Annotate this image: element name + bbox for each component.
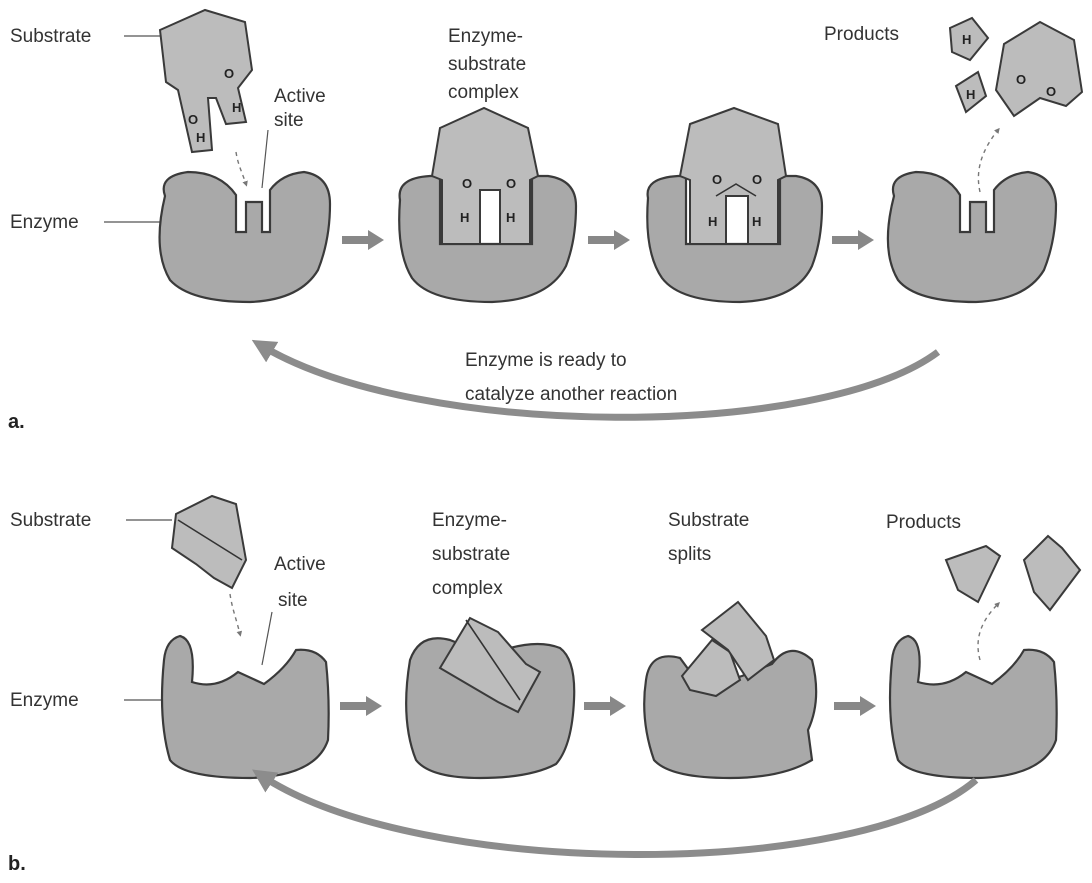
atom-o: O: [1016, 72, 1026, 87]
atom-o: O: [188, 112, 198, 127]
complex-a: O O H H: [399, 108, 576, 302]
atom-o: O: [462, 176, 472, 191]
label-active-a-1: Active: [274, 86, 326, 107]
products-a: H H O O: [950, 18, 1082, 116]
label-complex-b-3: complex: [432, 578, 503, 599]
atom-h: H: [962, 32, 971, 47]
label-substrate-a: Substrate: [10, 26, 91, 47]
cycle-note-1: Enzyme is ready to: [465, 350, 627, 371]
complex-b: [406, 618, 574, 778]
enzyme-a4: [888, 172, 1056, 302]
atom-h: H: [196, 130, 205, 145]
atom-o: O: [1046, 84, 1056, 99]
atom-o: O: [752, 172, 762, 187]
label-splits-2: splits: [668, 544, 711, 565]
substrate-a: O H O H: [160, 10, 252, 152]
label-products-a: Products: [824, 24, 899, 45]
atom-h: H: [232, 100, 241, 115]
label-complex-a-3: complex: [448, 82, 519, 103]
label-complex-b-1: Enzyme-: [432, 510, 507, 531]
label-active-a-2: site: [274, 110, 304, 131]
label-complex-b-2: substrate: [432, 544, 510, 565]
bond-breaking-a: O O H H: [647, 108, 822, 302]
cycle-note-2: catalyze another reaction: [465, 384, 677, 405]
label-splits-1: Substrate: [668, 510, 749, 531]
panel-b: Substrate Active site Enzyme Enzyme- sub…: [8, 496, 1080, 875]
atom-o: O: [224, 66, 234, 81]
step-arrow-a1: [342, 230, 384, 250]
label-substrate-b: Substrate: [10, 510, 91, 531]
recycle-arrow-b: [262, 776, 976, 855]
leader-active-a: [262, 130, 268, 188]
substrate-b: [172, 496, 246, 588]
atom-o: O: [712, 172, 722, 187]
approach-arrow-a: [236, 152, 246, 184]
label-products-b: Products: [886, 512, 961, 533]
atom-h: H: [460, 210, 469, 225]
step-arrow-b2: [584, 696, 626, 716]
release-arrow-a: [978, 130, 998, 192]
splitting-b: [644, 602, 816, 778]
atom-o: O: [506, 176, 516, 191]
enzyme-b1: [162, 636, 329, 778]
label-enzyme-a: Enzyme: [10, 212, 79, 233]
atom-h: H: [966, 87, 975, 102]
enzyme-b4: [890, 636, 1057, 778]
leader-active-b: [262, 612, 272, 665]
atom-h: H: [752, 214, 761, 229]
release-arrow-b: [978, 604, 998, 660]
products-b: [946, 536, 1080, 610]
label-active-b-2: site: [278, 590, 308, 611]
atom-h: H: [708, 214, 717, 229]
atom-h: H: [506, 210, 515, 225]
approach-arrow-b: [230, 594, 240, 634]
label-active-b-1: Active: [274, 554, 326, 575]
step-arrow-a3: [832, 230, 874, 250]
panel-label-b: b.: [8, 853, 26, 875]
label-enzyme-b: Enzyme: [10, 690, 79, 711]
label-complex-a-1: Enzyme-: [448, 26, 523, 47]
enzyme-a1: [160, 172, 330, 302]
step-arrow-a2: [588, 230, 630, 250]
label-complex-a-2: substrate: [448, 54, 526, 75]
step-arrow-b3: [834, 696, 876, 716]
step-arrow-b1: [340, 696, 382, 716]
panel-a: Substrate Active site Enzyme Enzyme- sub…: [8, 10, 1082, 433]
panel-label-a: a.: [8, 411, 25, 433]
